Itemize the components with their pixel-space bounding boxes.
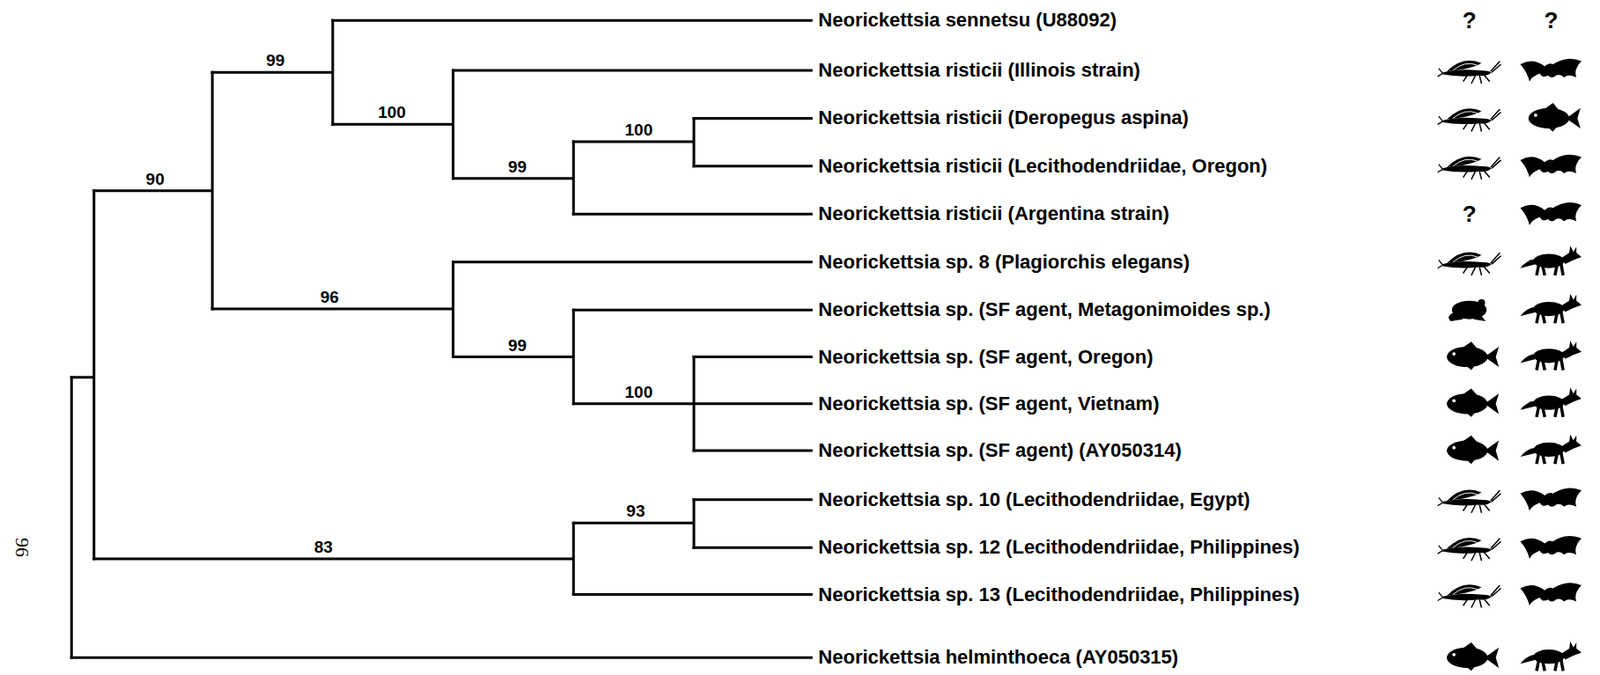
bootstrap-value: 93 [626, 502, 645, 520]
bootstrap-value: 83 [314, 538, 333, 556]
taxon-label: Neorickettsia sp. (SF agent, Metagonimoi… [818, 300, 1270, 320]
taxon-label: Neorickettsia helminthoeca (AY050315) [818, 648, 1179, 668]
taxon-label: Neorickettsia sp. 13 (Lecithodendriidae,… [818, 585, 1299, 605]
taxon-label: Neorickettsia risticii (Deropegus aspina… [818, 108, 1189, 128]
bootstrap-value: 100 [625, 383, 654, 401]
bootstrap-value: 90 [146, 170, 165, 188]
bootstrap-value: 96 [320, 288, 340, 306]
taxon-label: Neorickettsia sp. 12 (Lecithodendriidae,… [818, 538, 1299, 558]
bootstrap-value: 99 [265, 51, 285, 69]
taxon-label: Neorickettsia risticii (Argentina strain… [818, 204, 1170, 224]
taxon-label: Neorickettsia sp. (SF agent) (AY050314) [818, 441, 1181, 461]
rotated-number: 96 [12, 538, 32, 558]
unknown-host-mark: ? [1462, 8, 1477, 32]
bootstrap-value: 100 [625, 121, 654, 139]
bootstrap-value: 99 [508, 337, 527, 354]
taxon-label: Neorickettsia risticii (Lecithodendriida… [818, 156, 1268, 177]
taxon-label: Neorickettsia sp. 10 (Lecithodendriidae,… [818, 490, 1250, 510]
bootstrap-value: 99 [508, 158, 527, 176]
taxon-label: Neorickettsia sp. 8 (Plagiorchis elegans… [818, 252, 1190, 273]
bootstrap-value: 100 [377, 103, 406, 121]
taxon-label: Neorickettsia sp. (SF agent, Oregon) [818, 347, 1153, 368]
unknown-host-mark: ? [1543, 8, 1558, 32]
taxon-label: Neorickettsia sp. (SF agent, Vietnam) [818, 394, 1159, 414]
taxon-label: Neorickettsia risticii (Illinois strain) [818, 60, 1141, 81]
unknown-host-mark: ? [1462, 202, 1477, 226]
taxon-label: Neorickettsia sennetsu (U88092) [818, 10, 1117, 30]
